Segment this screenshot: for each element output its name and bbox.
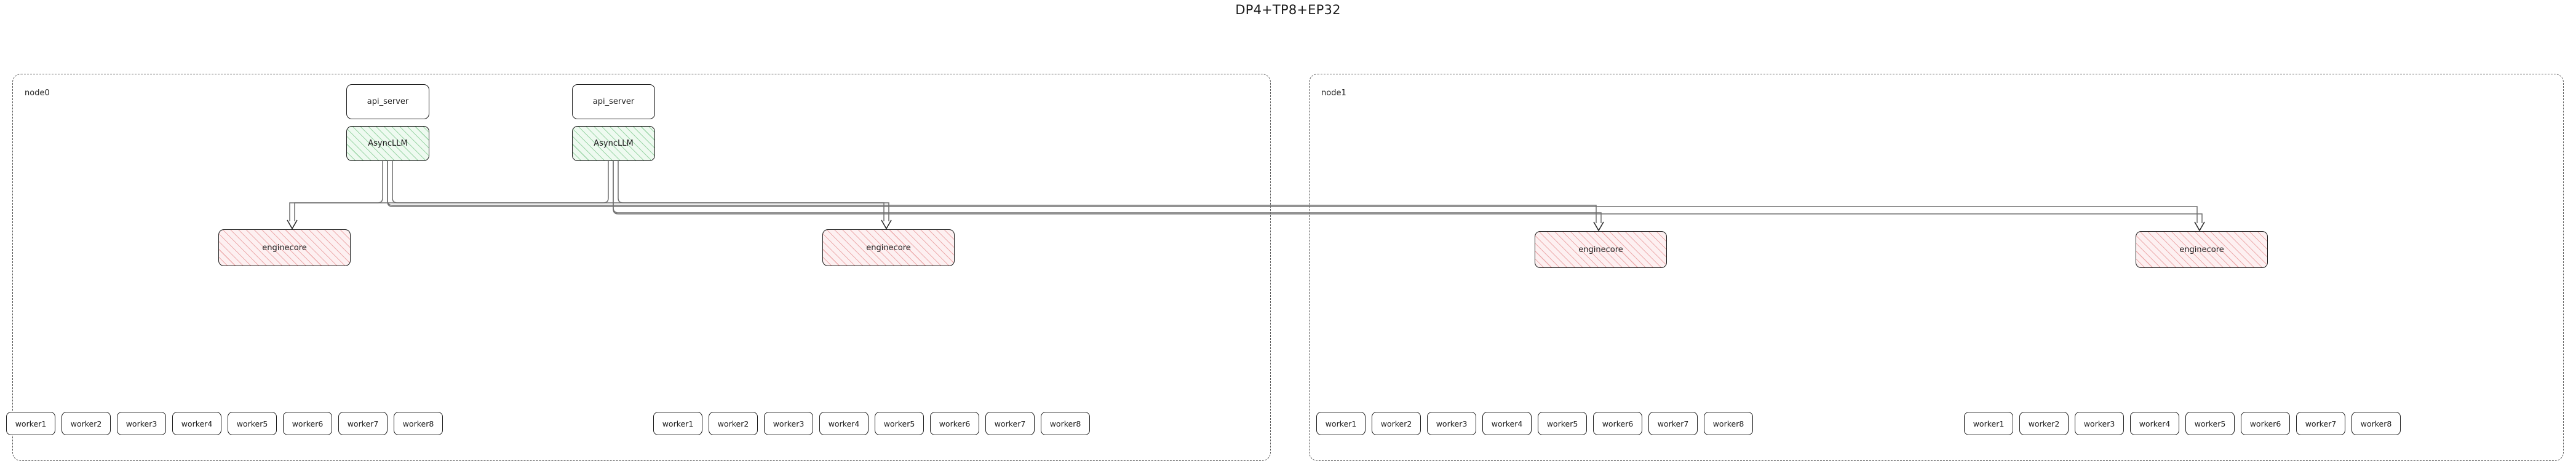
worker-label: worker6 [292, 419, 324, 428]
api-server-label: api_server [367, 97, 409, 106]
node-container-node0 [12, 74, 1271, 461]
worker-label: worker2 [1380, 419, 1412, 428]
asyncllm-box[interactable]: AsyncLLM [346, 126, 429, 161]
worker-box[interactable]: worker1 [653, 412, 702, 435]
api-server-label: api_server [592, 97, 635, 106]
enginecore-box[interactable]: enginecore [822, 229, 955, 266]
worker-label: worker5 [236, 419, 268, 428]
api-server-box[interactable]: api_server [346, 84, 429, 119]
worker-box[interactable]: worker5 [1538, 412, 1587, 435]
worker-label: worker7 [1657, 419, 1689, 428]
worker-box[interactable]: worker8 [2351, 412, 2401, 435]
worker-box[interactable]: worker5 [2185, 412, 2235, 435]
worker-label: worker8 [2360, 419, 2392, 428]
worker-label: worker4 [181, 419, 213, 428]
worker-box[interactable]: worker7 [985, 412, 1035, 435]
worker-label: worker1 [15, 419, 47, 428]
worker-label: worker1 [662, 419, 694, 428]
node-label-node1: node1 [1321, 89, 1346, 98]
worker-box[interactable]: worker8 [1704, 412, 1753, 435]
worker-box[interactable]: worker3 [2075, 412, 2124, 435]
worker-box[interactable]: worker5 [228, 412, 277, 435]
worker-box[interactable]: worker7 [338, 412, 388, 435]
asyncllm-label: AsyncLLM [594, 139, 634, 148]
enginecore-label: enginecore [866, 243, 911, 253]
worker-box[interactable]: worker2 [2019, 412, 2069, 435]
worker-box[interactable]: worker4 [1482, 412, 1532, 435]
worker-box[interactable]: worker1 [1964, 412, 2013, 435]
worker-label: worker3 [125, 419, 157, 428]
node-label-node0: node0 [25, 89, 50, 98]
worker-label: worker6 [939, 419, 971, 428]
worker-box[interactable]: worker1 [6, 412, 55, 435]
enginecore-box[interactable]: enginecore [1535, 231, 1667, 268]
worker-box[interactable]: worker2 [62, 412, 111, 435]
worker-box[interactable]: worker8 [1041, 412, 1090, 435]
asyncllm-box[interactable]: AsyncLLM [572, 126, 655, 161]
worker-label: worker7 [994, 419, 1026, 428]
worker-box[interactable]: worker7 [2296, 412, 2345, 435]
worker-label: worker6 [2249, 419, 2281, 428]
worker-box[interactable]: worker6 [1593, 412, 1642, 435]
enginecore-label: enginecore [262, 243, 307, 253]
worker-label: worker2 [2028, 419, 2060, 428]
worker-label: worker2 [70, 419, 102, 428]
worker-box[interactable]: worker2 [1372, 412, 1421, 435]
worker-label: worker8 [1049, 419, 1081, 428]
worker-label: worker3 [773, 419, 805, 428]
node-container-node1 [1309, 74, 2564, 461]
worker-box[interactable]: worker4 [819, 412, 869, 435]
worker-box[interactable]: worker6 [2241, 412, 2290, 435]
worker-label: worker3 [1436, 419, 1468, 428]
worker-label: worker4 [1491, 419, 1523, 428]
worker-box[interactable]: worker4 [2130, 412, 2179, 435]
worker-box[interactable]: worker4 [172, 412, 221, 435]
worker-box[interactable]: worker3 [764, 412, 813, 435]
worker-box[interactable]: worker8 [394, 412, 443, 435]
worker-label: worker7 [2305, 419, 2337, 428]
worker-box[interactable]: worker6 [930, 412, 979, 435]
worker-box[interactable]: worker1 [1316, 412, 1366, 435]
page-title: DP4+TP8+EP32 [1235, 2, 1341, 17]
worker-label: worker5 [883, 419, 915, 428]
worker-label: worker4 [2139, 419, 2171, 428]
worker-label: worker7 [347, 419, 379, 428]
enginecore-box[interactable]: enginecore [218, 229, 351, 266]
worker-label: worker1 [1973, 419, 2005, 428]
worker-box[interactable]: worker7 [1648, 412, 1698, 435]
worker-box[interactable]: worker5 [875, 412, 924, 435]
worker-label: worker5 [1546, 419, 1578, 428]
worker-label: worker8 [1712, 419, 1744, 428]
api-server-box[interactable]: api_server [572, 84, 655, 119]
worker-label: worker4 [828, 419, 860, 428]
worker-label: worker2 [717, 419, 749, 428]
worker-label: worker5 [2194, 419, 2226, 428]
worker-box[interactable]: worker6 [283, 412, 332, 435]
worker-label: worker3 [2083, 419, 2115, 428]
worker-box[interactable]: worker3 [117, 412, 166, 435]
asyncllm-label: AsyncLLM [368, 139, 408, 148]
enginecore-label: enginecore [2179, 245, 2224, 254]
worker-label: worker1 [1325, 419, 1357, 428]
worker-label: worker6 [1602, 419, 1634, 428]
enginecore-box[interactable]: enginecore [2136, 231, 2268, 268]
worker-box[interactable]: worker2 [709, 412, 758, 435]
worker-label: worker8 [402, 419, 434, 428]
worker-box[interactable]: worker3 [1427, 412, 1476, 435]
enginecore-label: enginecore [1578, 245, 1623, 254]
